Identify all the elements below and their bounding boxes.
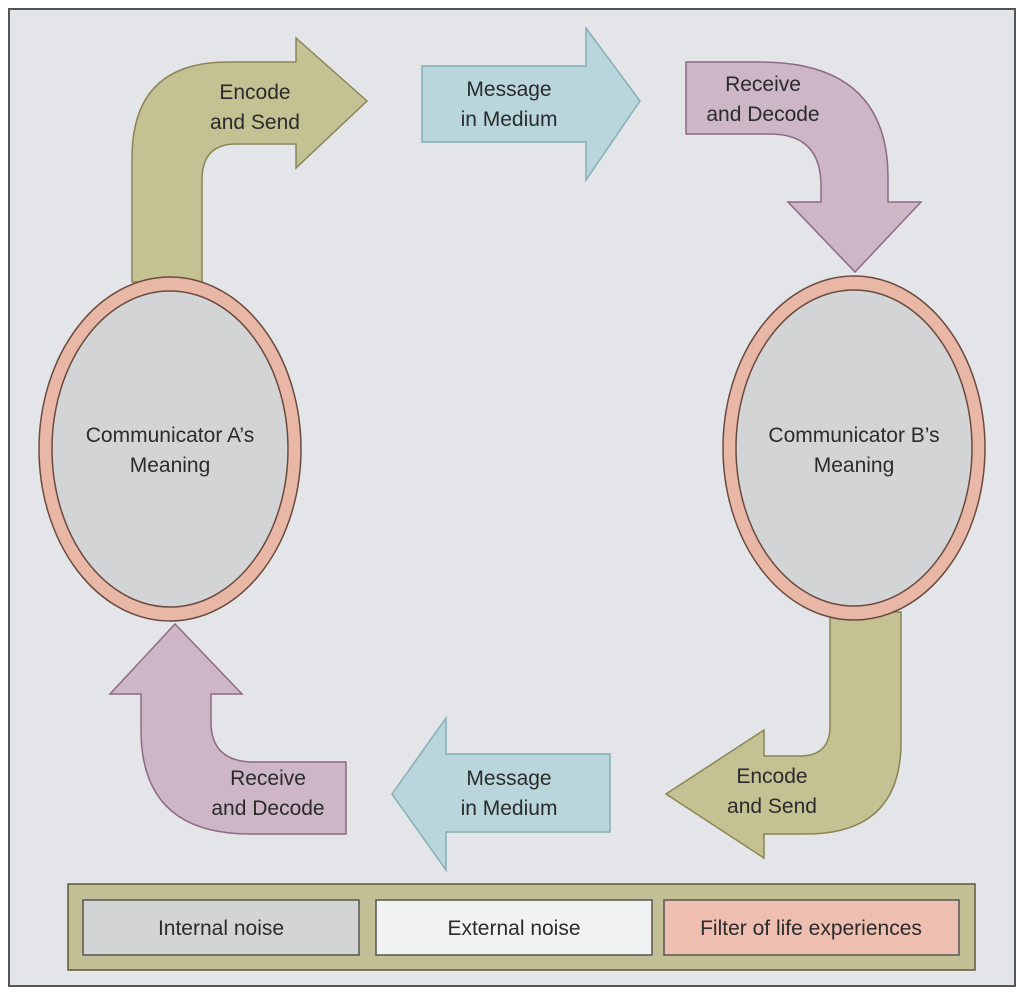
top-encode-label-line2: and Send [210, 111, 300, 134]
bottom-encode-send-arrow [664, 611, 902, 860]
communicator-a-label-line2: Meaning [130, 454, 211, 477]
top-message-medium-arrow [421, 25, 641, 183]
bottom-decode-label-line1: Receive [230, 767, 306, 790]
top-decode-label-line2: and Decode [706, 103, 819, 126]
communicator-b-label-line2: Meaning [814, 454, 895, 477]
top-encode-send-arrow [131, 36, 369, 283]
communicator-b-meaning [735, 289, 973, 607]
legend: Internal noise External noise Filter of … [67, 883, 976, 971]
bottom-encode-label-line2: and Send [727, 795, 817, 818]
legend-internal-noise-swatch [82, 899, 360, 956]
top-receive-decode-arrow [685, 61, 923, 274]
bottom-decode-label-line2: and Decode [211, 797, 324, 820]
communicator-a-label-line1: Communicator A’s [86, 424, 254, 447]
bottom-medium-label-line2: in Medium [461, 797, 558, 820]
legend-filter-label: Filter of life experiences [700, 917, 922, 940]
top-decode-label-line1: Receive [725, 73, 801, 96]
legend-external-noise-label: External noise [447, 917, 580, 940]
top-encode-label-line1: Encode [219, 81, 290, 104]
top-medium-label-line2: in Medium [461, 108, 558, 131]
legend-external-noise-swatch [375, 899, 653, 956]
legend-filter-swatch [663, 899, 960, 956]
legend-internal-noise-label: Internal noise [158, 917, 284, 940]
communicator-a-meaning [51, 290, 289, 608]
top-medium-label-line1: Message [466, 78, 551, 101]
bottom-encode-label-line1: Encode [736, 765, 807, 788]
bottom-message-medium-arrow [391, 715, 611, 873]
bottom-receive-decode-arrow [108, 622, 347, 835]
bottom-medium-label-line1: Message [466, 767, 551, 790]
communicator-b-label-line1: Communicator B’s [768, 424, 939, 447]
